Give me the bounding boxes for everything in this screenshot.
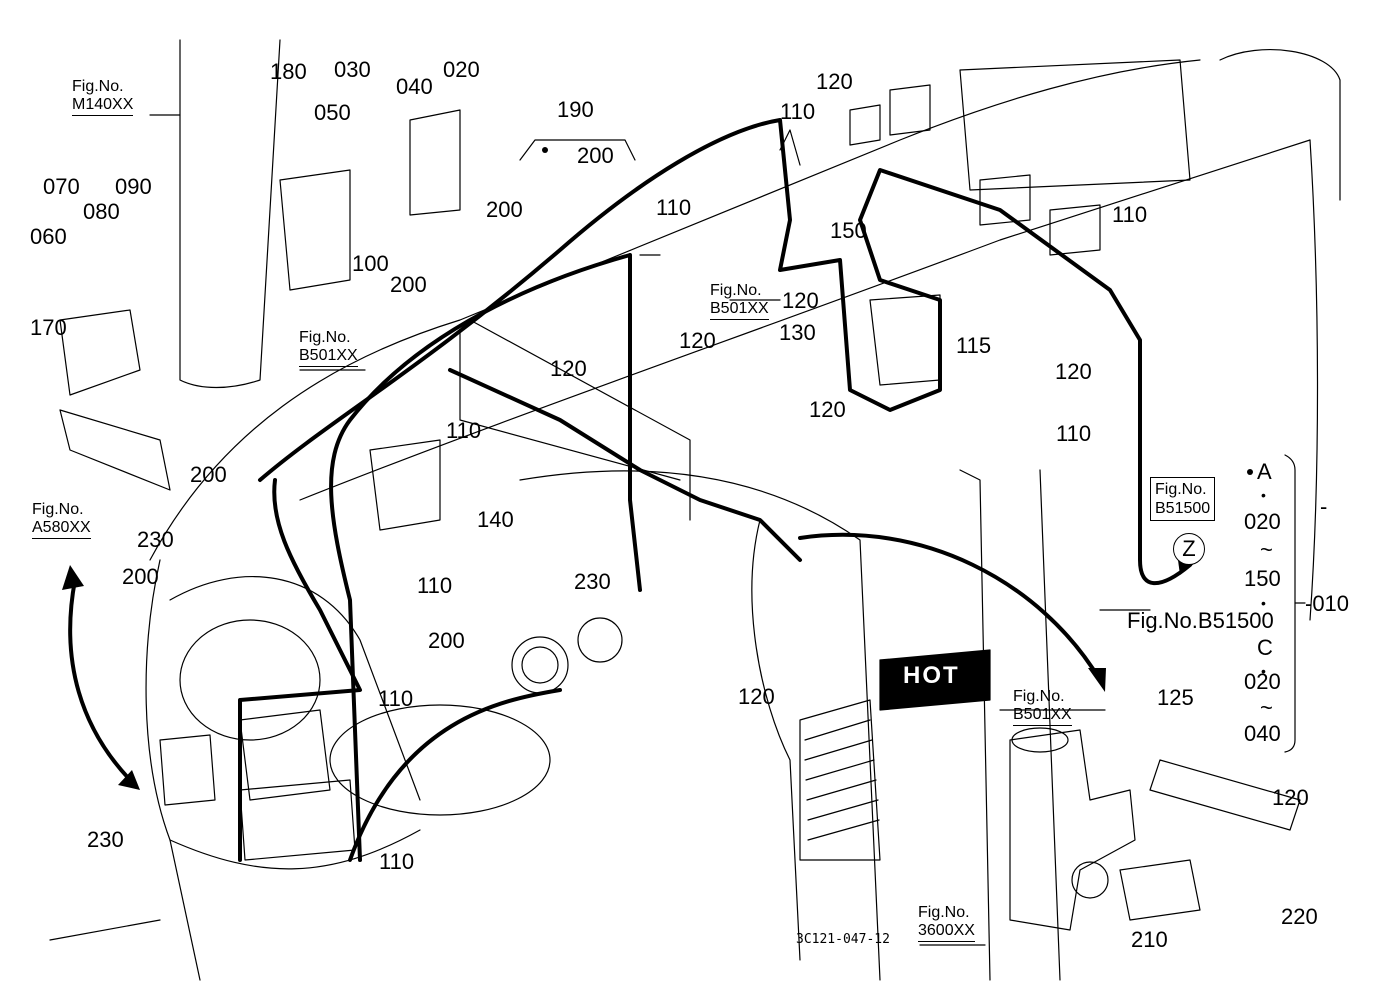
- figref-b501-mid-number: B501XX: [710, 300, 769, 320]
- callout-120-e: 120: [809, 397, 846, 422]
- callout-090: 090: [115, 174, 152, 199]
- callout-200-a: 200: [486, 197, 523, 222]
- figref-m140-prefix: Fig.No.: [72, 78, 124, 95]
- callout-115: 115: [956, 333, 992, 358]
- figref-b51500-inline: Fig.No.B51500: [1127, 608, 1274, 633]
- callout-110-a: 110: [780, 99, 816, 124]
- callout-230-c: 230: [87, 827, 124, 852]
- callout-070: 070: [43, 174, 80, 199]
- callout-060: 060: [30, 224, 67, 249]
- hood-outline-2: [299, 139, 1311, 501]
- note-dot-1: •: [1261, 487, 1266, 503]
- callout-140: 140: [477, 507, 514, 532]
- harness-main-lower: [329, 253, 642, 862]
- harness-left: [238, 478, 362, 862]
- note-a: A: [1257, 459, 1272, 484]
- callout-150: 150: [830, 218, 867, 243]
- callout-210: 210: [1131, 927, 1168, 952]
- harness-cross: [448, 368, 802, 562]
- frame-left: [145, 559, 201, 981]
- figref-b51500-box: Fig.No. B51500: [1150, 477, 1216, 521]
- callout-120-b: 120: [782, 288, 819, 313]
- harness-main-upper: [258, 118, 1192, 586]
- note-020-a: 020: [1244, 509, 1281, 534]
- callout-200-c: 200: [190, 462, 227, 487]
- callout-110-h: 110: [379, 849, 415, 874]
- callout-120-g: 120: [738, 684, 775, 709]
- figref-b501-mid: Fig.No.B501XX: [710, 282, 769, 320]
- callout-110-e: 110: [446, 418, 482, 443]
- figref-m140-number: M140XX: [72, 96, 134, 116]
- callout-200-d: 200: [122, 564, 159, 589]
- callout-110-c: 110: [1112, 202, 1148, 227]
- hood-outline: [149, 59, 1201, 561]
- arrow-right: [798, 532, 1102, 682]
- note-c: C: [1257, 635, 1273, 660]
- callout-040: 040: [396, 74, 433, 99]
- callout-200-e: 200: [428, 628, 465, 653]
- figref-b501-left-prefix: Fig.No.: [299, 329, 351, 346]
- callout-200-top: 200: [577, 143, 614, 168]
- callout-110-d: 110: [1056, 421, 1092, 446]
- drawing-reference-number: 3C121-047-12: [796, 932, 890, 947]
- hood-right: [1309, 139, 1319, 621]
- note-020-b: 020: [1244, 669, 1281, 694]
- callout-080: 080: [83, 199, 120, 224]
- note-tilde-2: ~: [1260, 695, 1273, 720]
- callout-050: 050: [314, 100, 351, 125]
- callout-020: 020: [443, 57, 480, 82]
- figref-3600-prefix: Fig.No.: [918, 904, 970, 921]
- callout-125: 125: [1157, 685, 1194, 710]
- figref-b501-right: Fig.No.B501XX: [1013, 688, 1072, 726]
- callout-120-d: 120: [550, 356, 587, 381]
- callout-200-b: 200: [390, 272, 427, 297]
- callout-100: 100: [352, 251, 389, 276]
- figref-b51500-number: B51500: [1155, 500, 1211, 517]
- callout-120-c: 120: [679, 328, 716, 353]
- callout-120-a: 120: [816, 69, 853, 94]
- figref-b501-left-number: B501XX: [299, 347, 358, 367]
- note-tilde-1: ~: [1260, 537, 1273, 562]
- callout-170: 170: [30, 315, 67, 340]
- callout-110-b: 110: [656, 195, 692, 220]
- figref-m140: Fig.No.M140XX: [72, 78, 134, 116]
- connector-z-marker: Z: [1173, 533, 1205, 565]
- figref-3600: Fig.No.3600XX: [918, 904, 975, 942]
- callout-110-g: 110: [378, 686, 414, 711]
- note-010: -010: [1305, 591, 1350, 616]
- arrow-left: [68, 578, 137, 787]
- callout-190: 190: [557, 97, 594, 122]
- callout-110-f: 110: [417, 573, 453, 598]
- callout-120-f: 120: [1055, 359, 1092, 384]
- figref-3600-number: 3600XX: [918, 922, 975, 942]
- note-dot-3: •: [1261, 663, 1266, 679]
- figref-b501-mid-prefix: Fig.No.: [710, 282, 762, 299]
- callout-220: 220: [1281, 904, 1318, 929]
- figref-b51500-prefix: Fig.No.: [1155, 481, 1207, 498]
- note-150: 150: [1244, 566, 1281, 591]
- figref-b501-right-number: B501XX: [1013, 706, 1072, 726]
- note-dot-2: •: [1261, 595, 1266, 611]
- callout-120-h: 120: [1272, 785, 1309, 810]
- figref-b501-right-prefix: Fig.No.: [1013, 688, 1065, 705]
- hot-warning-label: HOT: [903, 662, 960, 689]
- note-dash: -: [1320, 494, 1328, 519]
- figref-b501-left: Fig.No.B501XX: [299, 329, 358, 367]
- figref-a580-prefix: Fig.No.: [32, 501, 84, 518]
- callout-030: 030: [334, 57, 371, 82]
- callout-130: 130: [779, 320, 816, 345]
- callout-230-a: 230: [137, 527, 174, 552]
- figref-a580-number: A580XX: [32, 519, 91, 539]
- callout-230-b: 230: [574, 569, 611, 594]
- callout-180: 180: [270, 59, 307, 84]
- note-040: 040: [1244, 721, 1281, 746]
- figref-a580: Fig.No.A580XX: [32, 501, 91, 539]
